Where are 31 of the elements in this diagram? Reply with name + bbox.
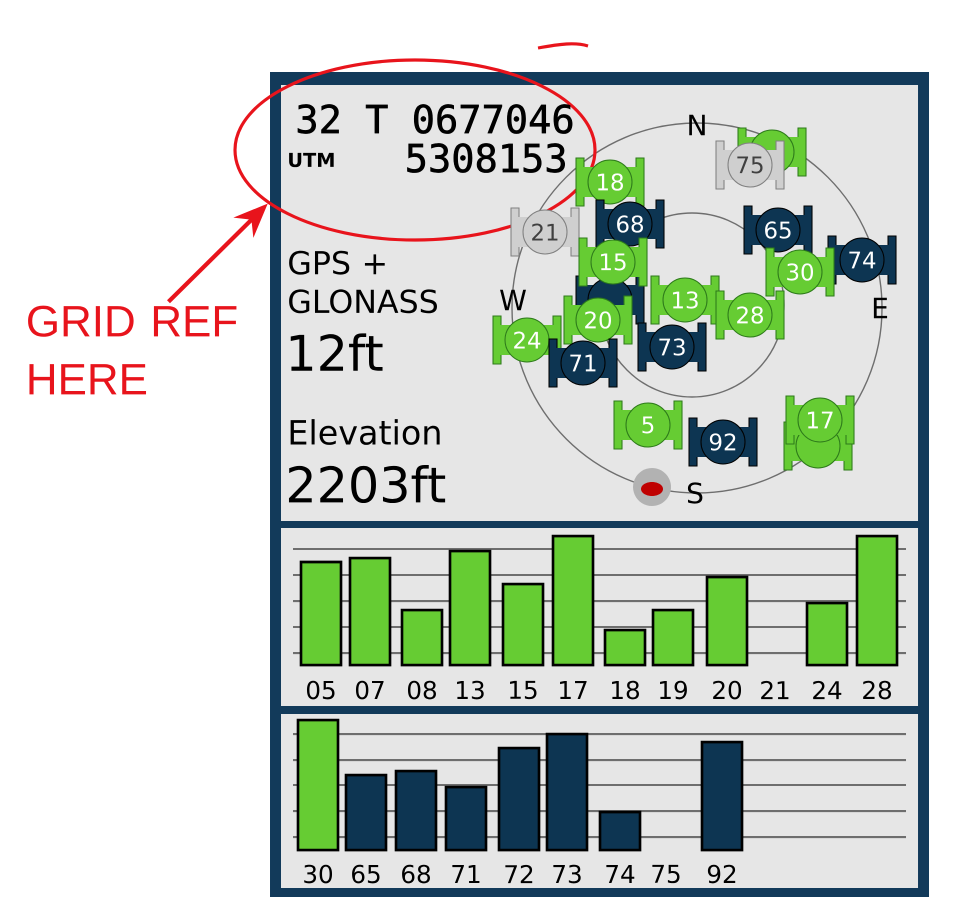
satellite-number: 65	[352, 864, 380, 884]
satellite-number: 30	[304, 864, 332, 884]
satellite-number: 92	[708, 864, 736, 884]
satellite-number: 71	[452, 865, 480, 883]
annotation-text: GRID REF HERE	[28, 306, 236, 394]
compass-letter: N	[689, 114, 705, 136]
satellite-number: 73	[553, 864, 581, 884]
satellite-number: 19	[660, 680, 687, 700]
satellite-number: 74	[606, 865, 634, 883]
satellite-number: 28	[863, 680, 891, 700]
elevation-label: Elevation	[290, 419, 440, 445]
accuracy-value: 12ft	[290, 333, 383, 371]
satellite-number: 24	[813, 680, 842, 700]
compass-letter: E	[874, 298, 888, 318]
compass-letter: W	[500, 290, 526, 310]
compass-letter: S	[688, 482, 702, 504]
satellite-number: 21	[761, 680, 788, 700]
satellite-number: 68	[402, 864, 430, 884]
satellite-number: 07	[356, 680, 384, 700]
satellite-number: 75	[652, 864, 680, 884]
elevation-value: 2203ft	[288, 464, 446, 504]
satellite-number: 08	[408, 680, 436, 700]
satellite-number: 17	[560, 681, 587, 699]
satellite-number: 15	[510, 680, 536, 700]
annotation-ellipse	[233, 42, 597, 242]
satellite-number: 20	[713, 680, 742, 700]
satellite-number: 18	[612, 680, 639, 700]
satellite-number: 72	[505, 864, 532, 884]
satellite-number: 05	[306, 680, 334, 700]
coordinate-label: UTM	[289, 152, 334, 168]
satellite-number: 13	[457, 680, 484, 700]
